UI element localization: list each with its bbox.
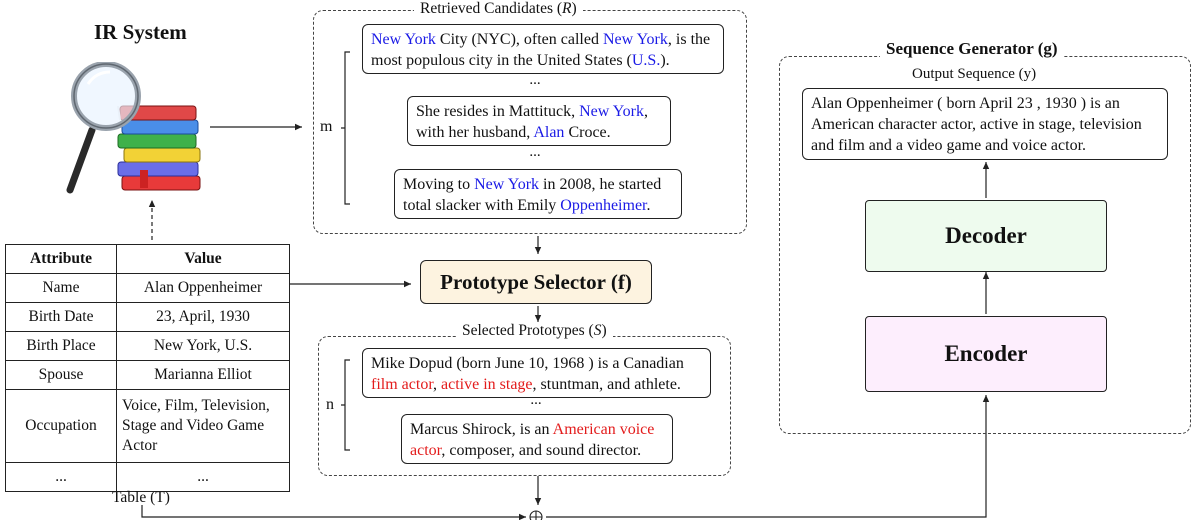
sequence-generator-title: Sequence Generator (g) <box>880 39 1064 59</box>
table-header-attribute: Attribute <box>5 244 117 274</box>
table-cell: Alan Oppenheimer <box>116 273 290 303</box>
brace-m <box>341 51 350 205</box>
decoder-label: Decoder <box>945 223 1027 248</box>
candidate-card: Moving to New York in 2008, he started t… <box>394 169 682 219</box>
table-cell: ... <box>5 462 117 492</box>
decoder-block: Decoder <box>865 200 1107 272</box>
arrow-sum-to-encoder <box>546 395 990 518</box>
retrieved-candidates-title: Retrieved Candidates (R) <box>414 0 583 18</box>
encoder-label: Encoder <box>944 341 1028 366</box>
table-cell: Birth Date <box>5 302 117 332</box>
prototype-selector-label: Prototype Selector (f) <box>440 269 632 294</box>
table-cell: Spouse <box>5 360 117 390</box>
table-cell: New York, U.S. <box>116 331 290 361</box>
ellipsis: ... <box>530 392 542 408</box>
candidate-card: New York City (NYC), often called New Yo… <box>362 24 724 74</box>
table-cell: Birth Place <box>5 331 117 361</box>
table-header-value: Value <box>116 244 290 274</box>
table-cell: Name <box>5 273 117 303</box>
ir-system-title: IR System <box>94 20 187 44</box>
brace-label-n: n <box>326 396 334 413</box>
prototype-card: Marcus Shirock, is an American voice act… <box>401 414 673 464</box>
prototype-card: Mike Dopud (born June 10, 1968 ) is a Ca… <box>362 348 711 398</box>
candidate-card: She resides in Mattituck, New York, with… <box>407 96 671 146</box>
sum-circle <box>529 510 543 520</box>
brace-n <box>341 359 350 451</box>
table-cell: ... <box>116 462 290 492</box>
prototype-selector-box: Prototype Selector (f) <box>420 260 652 304</box>
encoder-block: Encoder <box>865 316 1107 392</box>
ellipsis: ... <box>529 144 541 160</box>
arrow-table-to-sum <box>141 505 526 520</box>
table-cell: Voice, Film, Television, Stage and Video… <box>116 389 290 463</box>
table-cell: 23, April, 1930 <box>116 302 290 332</box>
output-sequence-label: Output Sequence (y) <box>912 66 1037 82</box>
output-sequence-box: Alan Oppenheimer ( born April 23 , 1930 … <box>802 88 1168 160</box>
table-cell: Occupation <box>5 389 117 463</box>
ellipsis: ... <box>529 72 541 88</box>
brace-label-m: m <box>320 118 333 135</box>
table-cell: Marianna Elliot <box>116 360 290 390</box>
books-magnifier-icon <box>66 62 201 194</box>
selected-prototypes-title: Selected Prototypes (S) <box>456 322 613 340</box>
table-caption: Table (T) <box>112 489 170 506</box>
table-row: ...... <box>5 462 290 492</box>
